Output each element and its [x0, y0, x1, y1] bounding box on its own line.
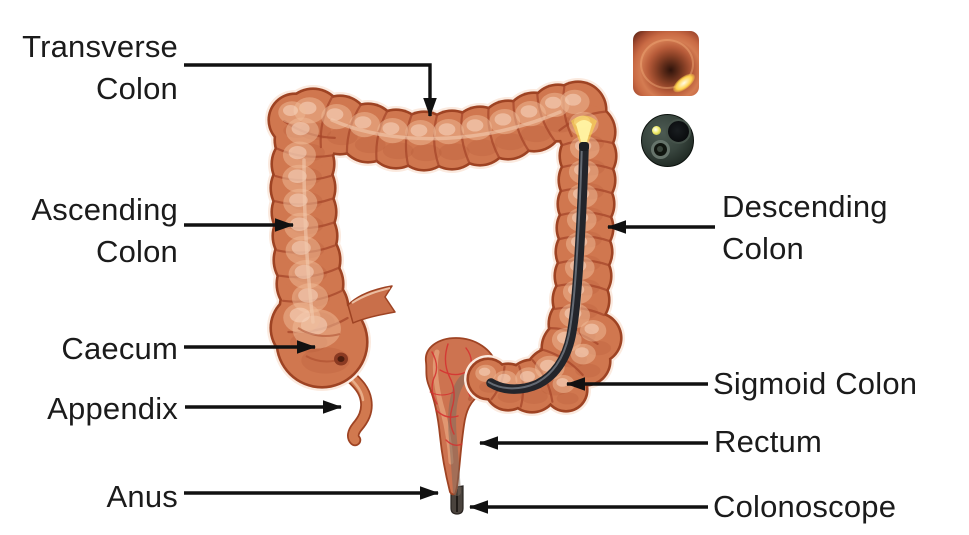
- label-arrows: [184, 63, 715, 514]
- label-line: Colon: [96, 234, 178, 269]
- camera-lens-icon: [651, 140, 670, 159]
- scope-light-glow: [571, 115, 597, 153]
- caecum-details: [297, 285, 396, 366]
- label-rectum: Rectum: [714, 424, 823, 459]
- label-line: Ascending: [31, 192, 178, 227]
- label-appendix: Appendix: [47, 391, 178, 426]
- colonoscope-tube: [486, 142, 589, 394]
- colonoscope-tip-inset: [641, 114, 694, 167]
- label-ascending-colon: Ascending Colon: [0, 189, 178, 273]
- label-transverse-colon: Transverse Colon: [0, 26, 178, 110]
- label-line: Descending: [722, 189, 888, 224]
- transverse-colon-arrow: [184, 63, 437, 118]
- label-sigmoid-colon: Sigmoid Colon: [713, 366, 918, 401]
- label-line: Colon: [96, 71, 178, 106]
- light-source-icon: [652, 126, 661, 135]
- label-colonoscope: Colonoscope: [713, 489, 897, 524]
- label-line: Colon: [722, 231, 804, 266]
- label-line: Transverse: [22, 29, 178, 64]
- endoscopic-view-inset: [633, 31, 699, 96]
- label-descending-colon: Descending Colon: [722, 186, 888, 270]
- label-anus: Anus: [106, 479, 178, 514]
- ileum-stub: [347, 285, 396, 324]
- instrument-channel-icon: [666, 119, 691, 144]
- lumen-ring: [640, 39, 694, 89]
- label-caecum: Caecum: [61, 331, 178, 366]
